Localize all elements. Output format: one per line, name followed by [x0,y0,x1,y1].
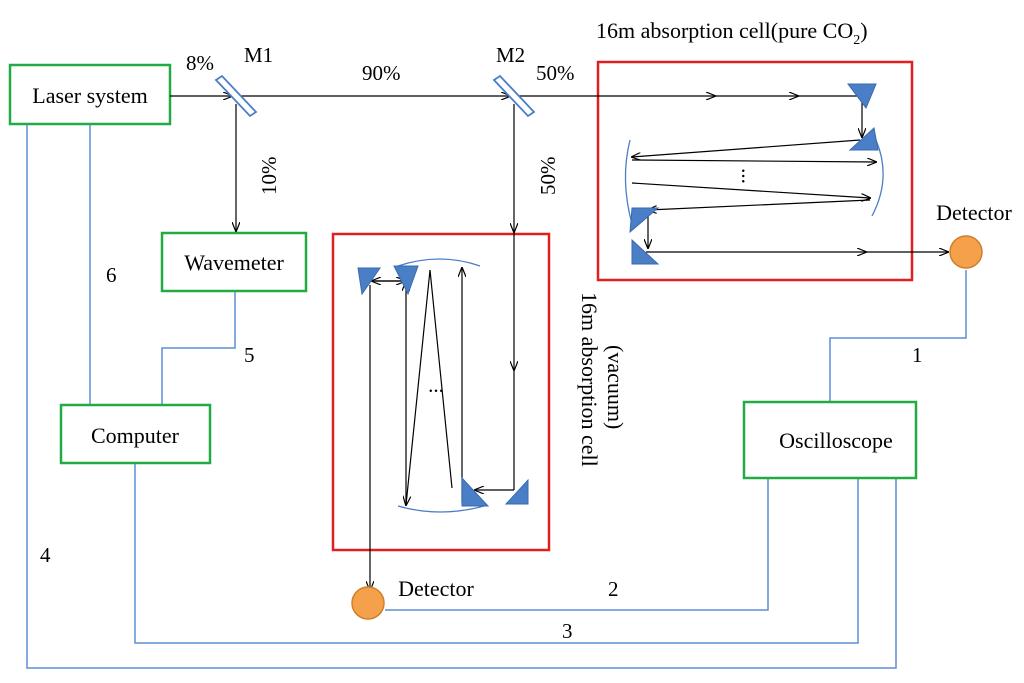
detector-bottom-label: Detector [398,576,474,601]
m1-splitter [214,74,258,118]
curved-mirrors [397,139,884,513]
cables [26,124,967,669]
cable-2 [385,478,769,611]
laser-system-box [8,63,172,126]
detector-bottom-icon [351,586,385,620]
beam-splitters [214,74,536,118]
vacuum-cell-title-line2: (vacuum) [603,345,628,429]
cable-4 [26,124,897,669]
cable-1 [829,270,967,402]
beam-paths [170,96,948,590]
pct-m2-down: 50% [536,157,560,196]
vacuum-cell-top-mirror [397,258,481,267]
m1-label: M1 [244,43,273,67]
co2-cell-ellipsis: ... [737,168,761,184]
cable-5-label: 5 [244,343,255,367]
wavemeter-box [160,231,308,293]
cable-3 [134,463,859,644]
wavemeter-label: Wavemeter [184,250,284,275]
pct-m1-to-m2: 90% [362,61,401,85]
m2-splitter [492,74,536,118]
vacuum-cell-ellipsis: ... [428,373,444,397]
cable-3-label: 3 [562,619,573,643]
cable-6-label: 6 [106,263,117,287]
components [8,63,918,480]
oscilloscope-label: Oscilloscope [779,428,893,453]
m2-label: M2 [496,43,525,67]
prism-mirrors [357,83,879,507]
cable-5 [161,291,236,405]
vacuum-cell-bottom-mirror [397,505,485,513]
pct-m2-right: 50% [536,61,575,85]
computer-label: Computer [91,423,180,448]
laser-system-label: Laser system [32,83,147,108]
co2-cell-left-mirror [624,139,633,225]
pure-co2-cell-title: 16m absorption cell(pure CO2) [596,18,868,48]
co2-cell-right-mirror [871,139,884,217]
cable-1-label: 1 [912,343,923,367]
pure-co2-cell-box [596,60,914,282]
cable-4-label: 4 [40,543,51,567]
detector-top-icon [949,235,983,269]
vacuum-cell-box [331,232,551,552]
cable-2-label: 2 [608,577,619,601]
vacuum-cell-title-line1: 16m absorption cell [577,292,602,467]
computer-box [59,403,212,465]
pct-m1-down: 10% [257,157,281,196]
oscilloscope-box [742,400,918,480]
detector-top-label: Detector [936,200,1012,225]
pct-m1-in: 8% [186,51,214,75]
